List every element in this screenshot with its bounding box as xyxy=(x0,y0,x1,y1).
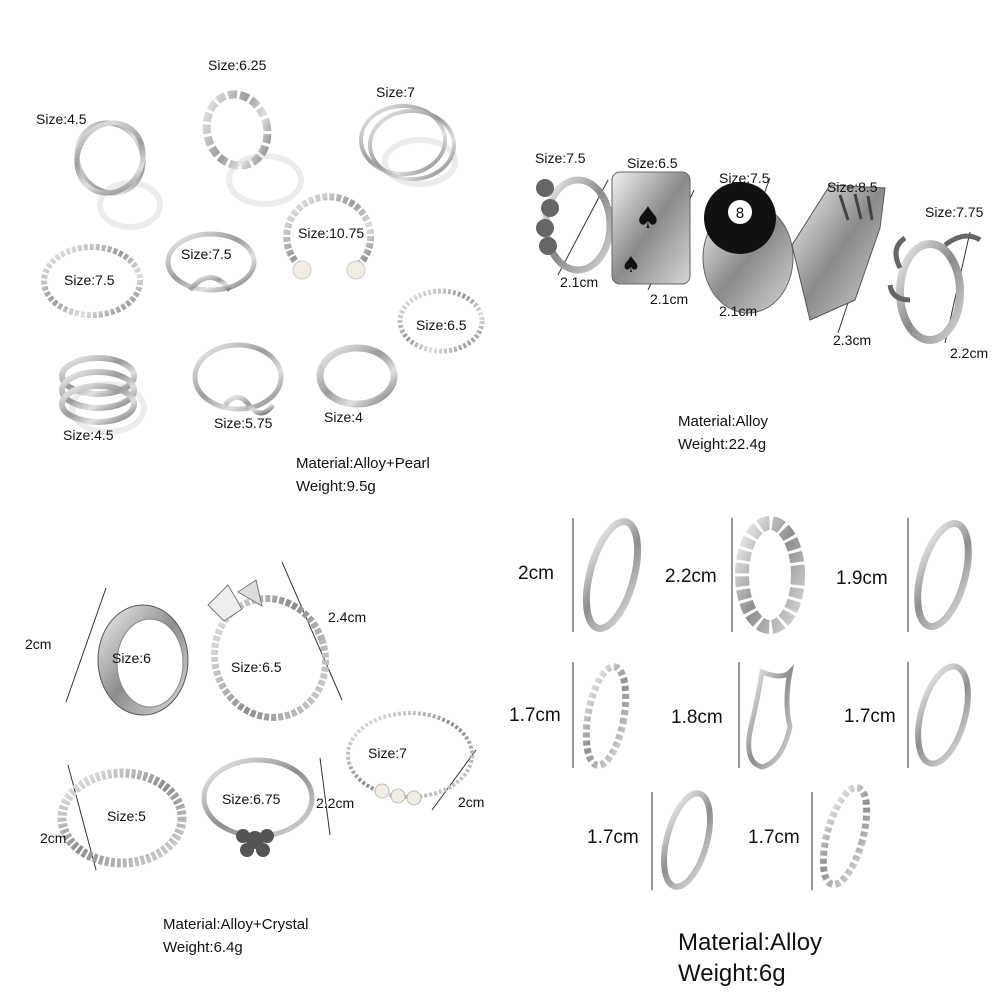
size-label: Size:4 xyxy=(324,409,363,425)
ring-eight-ball: 8 xyxy=(702,182,794,314)
ring-photo-group xyxy=(57,561,477,871)
dimension-label: 2.4cm xyxy=(328,609,367,625)
dimension-label: 1.7cm xyxy=(587,827,639,848)
ring-plain-4 xyxy=(316,344,398,408)
ring-skull xyxy=(542,176,614,274)
material-text: Material:Alloy xyxy=(678,413,769,430)
material-info: Material:Alloy Weight:22.4g xyxy=(678,410,768,457)
dimension-label: 2.1cm xyxy=(719,303,758,319)
dimension-label: 1.9cm xyxy=(836,568,888,589)
material-text: Material:Alloy+Pearl xyxy=(296,455,430,472)
ring-hammered-1-7cm xyxy=(661,790,713,890)
product-panel-alloy-statement: ♠ ♠ 8 Size:7.5 Size:6.5 Size:7.5 Size:8.… xyxy=(500,0,1000,500)
weight-text: Weight:9.5g xyxy=(296,478,376,496)
ring-plain-1-9cm xyxy=(914,519,972,631)
dimension-label: 2.2cm xyxy=(950,345,989,361)
dimension-label: 1.7cm xyxy=(844,706,896,727)
size-label: Size:5.75 xyxy=(214,415,273,431)
dimension-label: 2.1cm xyxy=(650,291,689,307)
size-label: Size:6.25 xyxy=(208,57,267,73)
ring-wide-band xyxy=(97,604,189,716)
dimension-label: 2cm xyxy=(458,794,485,810)
material-text: Material:Alloy xyxy=(678,929,823,956)
material-text: Material:Alloy+Crystal xyxy=(163,916,309,933)
ring-crystal-butterfly xyxy=(210,595,330,721)
svg-text:♠: ♠ xyxy=(635,201,662,236)
ring-wave-1-8cm xyxy=(746,664,795,770)
ring-photo-group: ♠ ♠ 8 xyxy=(536,171,982,344)
weight-text: Weight:6g xyxy=(678,960,786,988)
size-label: Size:5 xyxy=(107,808,146,824)
size-label: Size:7.5 xyxy=(719,170,770,186)
size-label: Size:4.5 xyxy=(36,111,87,127)
dimension-label: 2cm xyxy=(25,636,52,652)
product-panel-alloy-crystal: 2cm Size:6 2.4cm Size:6.5 Size:7 2cm Siz… xyxy=(0,500,500,1000)
dimension-label: 1.7cm xyxy=(748,827,800,848)
dimension-label: 2.2cm xyxy=(316,795,355,811)
ring-twisted-1-7cm xyxy=(582,663,630,769)
size-label: Size:7 xyxy=(368,745,407,761)
size-label: Size:6.5 xyxy=(416,317,467,333)
weight-text: Weight:6.4g xyxy=(163,939,243,957)
size-label: Size:7 xyxy=(376,84,415,100)
ring-double-open xyxy=(359,104,456,181)
size-label: Size:6.5 xyxy=(231,659,282,675)
flower-charm xyxy=(236,829,274,857)
dimension-label: 2.1cm xyxy=(560,274,599,290)
ring-pearl-open xyxy=(283,193,375,273)
size-label: Size:6.75 xyxy=(222,791,281,807)
dimension-label: 1.8cm xyxy=(671,707,723,728)
ring-photo-group xyxy=(572,516,972,890)
svg-text:♠: ♠ xyxy=(621,253,641,278)
material-info: Material:Alloy+Crystal Weight:6.4g xyxy=(163,913,308,960)
dimension-label: 2.2cm xyxy=(665,566,717,587)
ring-twist-7-5 xyxy=(41,244,143,318)
dimension-label: 2cm xyxy=(40,830,67,846)
size-label: Size:6.5 xyxy=(627,155,678,171)
product-panel-alloy-pearl: Size:4.5 Size:6.25 Size:7 Size:7.5 Size:… xyxy=(0,0,500,500)
ring-stacked-spiral xyxy=(59,355,137,425)
size-label: Size:10.75 xyxy=(298,225,365,241)
ring-photo-group xyxy=(41,90,485,435)
material-info: Material:Alloy Weight:6g xyxy=(678,927,822,989)
ring-wave xyxy=(165,231,257,293)
size-label: Size:7.5 xyxy=(535,150,586,166)
dimension-label: 1.7cm xyxy=(509,705,561,726)
dimension-label: 2cm xyxy=(518,563,554,584)
ring-infinity xyxy=(192,342,284,416)
size-label: Size:4.5 xyxy=(63,427,114,443)
product-panel-alloy-thin-bands: 2cm 2.2cm 1.9cm 1.7cm 1.8cm 1.7cm 1.7cm … xyxy=(500,500,1000,1000)
ring-ace-spade: ♠ ♠ xyxy=(611,171,691,285)
ring-pearl-band xyxy=(346,711,474,799)
ring-plain-2cm xyxy=(582,518,642,632)
ring-beaded-2-2cm xyxy=(735,516,805,634)
material-info: Material:Alloy+Pearl Weight:9.5g xyxy=(296,452,430,499)
dimension-label: 2.3cm xyxy=(833,332,872,348)
ring-beaded-6-5 xyxy=(397,288,485,354)
ring-twisted-1-7cm-b xyxy=(819,783,871,889)
size-label: Size:7.5 xyxy=(64,272,115,288)
ring-playing-cards xyxy=(791,184,886,321)
size-label: Size:6 xyxy=(112,650,151,666)
ring-textured xyxy=(57,768,187,868)
size-label: Size:7.5 xyxy=(181,246,232,262)
svg-text:8: 8 xyxy=(736,206,745,222)
size-label: Size:7.75 xyxy=(925,204,984,220)
ring-crossed xyxy=(74,120,146,196)
size-label: Size:8.5 xyxy=(827,179,878,195)
ring-wavy-1-7cm xyxy=(915,663,971,767)
ring-branch xyxy=(887,233,982,344)
weight-text: Weight:22.4g xyxy=(678,436,767,454)
ring-chain xyxy=(202,90,272,170)
